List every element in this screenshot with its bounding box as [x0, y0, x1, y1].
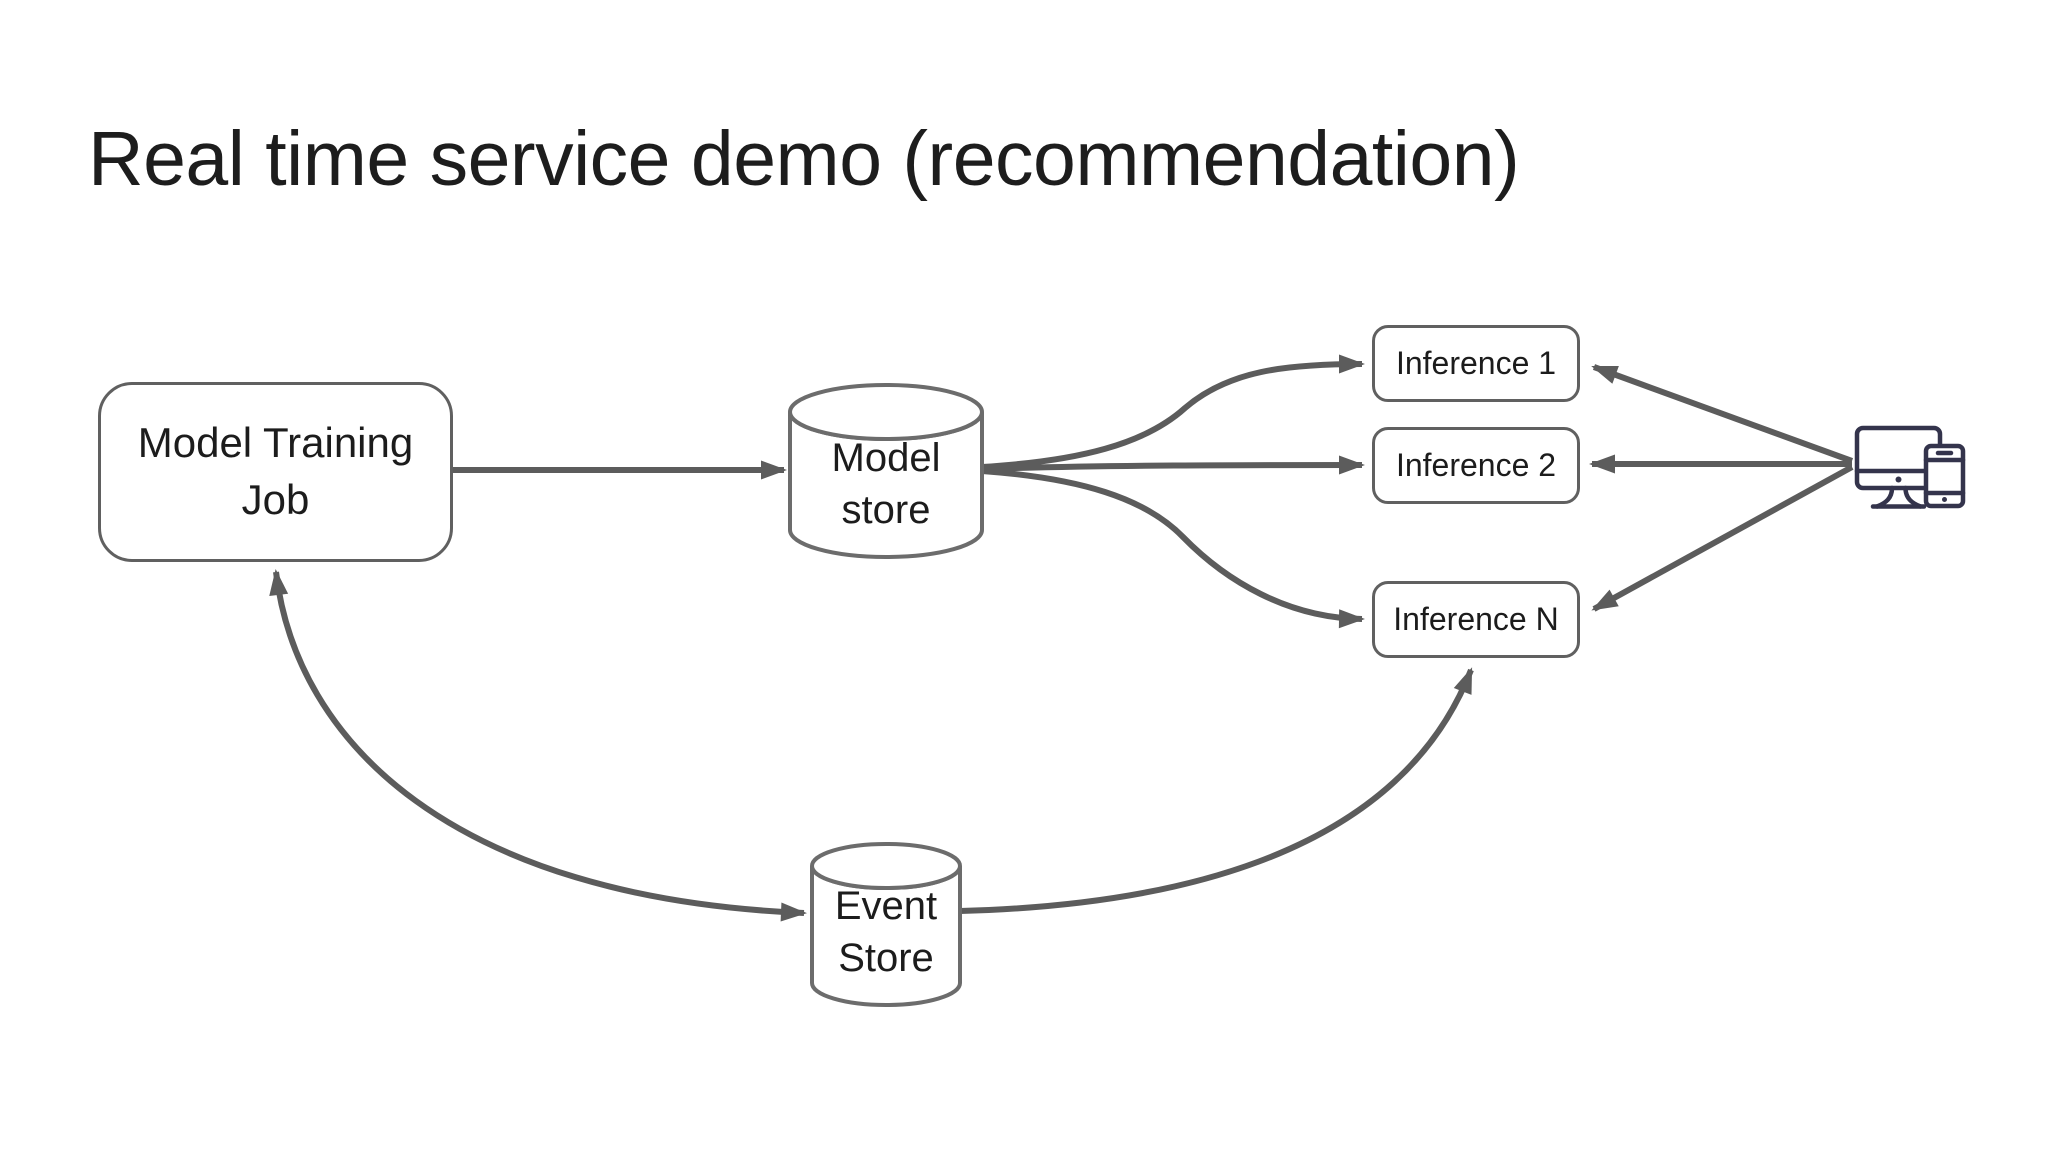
desktop-and-mobile-devices-icon: [1854, 425, 1966, 509]
model-training-job-label: Model Training Job: [137, 419, 414, 523]
edge-devices-to-inference1: [1591, 364, 1854, 464]
edge-modelstore-to-inferencen: [981, 468, 1365, 629]
model-store-cylinder: [788, 383, 984, 559]
edge-modelstore-to-inference1: [981, 354, 1365, 470]
model-training-job-node: Model Training Job: [98, 382, 453, 562]
inference-2-label: Inference 2: [1395, 446, 1557, 483]
monitor-stand-left: [1874, 485, 1895, 509]
monitor-stand-right: [1903, 485, 1923, 509]
model-store-label: Model store: [831, 436, 941, 532]
inference-2-node: Inference 2: [1372, 427, 1580, 504]
page-title: Real time service demo (recommendation): [88, 116, 1520, 202]
monitor-chin-dot: [1895, 476, 1902, 483]
inference-n-node: Inference N: [1372, 581, 1580, 658]
event-store-label: Event Store: [834, 884, 938, 980]
inference-1-node: Inference 1: [1372, 325, 1580, 402]
inference-1-label: Inference 1: [1395, 344, 1557, 381]
edge-eventstore-to-inferencen: [959, 667, 1474, 914]
inference-n-label: Inference N: [1393, 600, 1559, 637]
edge-eventstore-to-training-bidirectional: [269, 569, 807, 922]
phone-home-dot: [1942, 497, 1947, 502]
edge-modelstore-to-inference2: [981, 455, 1365, 475]
event-store-cylinder: [810, 842, 962, 1007]
edge-devices-to-inferencen: [1591, 464, 1854, 612]
